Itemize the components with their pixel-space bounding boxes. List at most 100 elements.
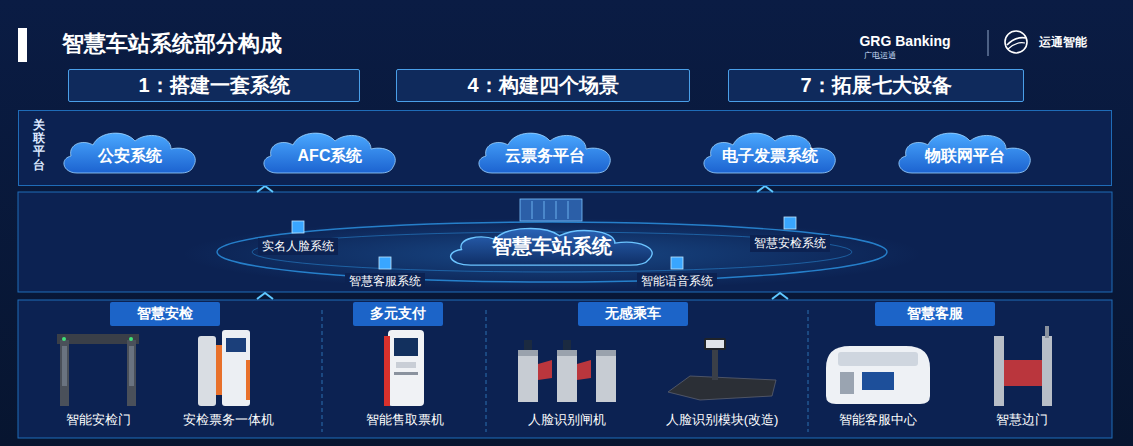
chevron-arrow [772,293,788,299]
banner-box: 4：构建四个场景 [396,69,690,102]
label-holder: 实名人脸系统 [258,238,338,255]
service-center-illustration [862,372,894,390]
device-caption: 智能客服中心 [839,411,917,429]
cloud-shape [479,133,610,173]
brand-logo-subtext: 广电运通 [864,50,896,61]
face-module-illustration [706,340,724,348]
orbit-rings [252,232,852,272]
service-center-illustration [826,346,930,404]
label-holder: 智能安检门 [66,411,131,429]
ticket-machine-illustration [384,330,424,406]
node-label: 公安系统 [98,146,162,167]
module-cube-icon [671,257,683,269]
kiosk-illustration [216,345,222,395]
side-gate-illustration [1042,336,1052,406]
ticket-machine-illustration [394,372,418,375]
node-label: 多元支付 [370,305,426,323]
server-icon [556,201,557,219]
face-gate-illustration [577,360,591,380]
label-holder: GRG Banking [859,33,950,49]
orbit-rings [217,222,887,282]
node-label: AFC系统 [298,146,363,167]
scenario-tab: 无感乘车 [578,302,688,326]
face-gate-illustration [538,360,552,380]
face-module-illustration [668,338,776,400]
face-gate-illustration [557,356,577,402]
device-caption: 智能安检门 [66,411,131,429]
ticket-machine-illustration [388,330,424,406]
group-divider [322,310,808,432]
subsystem-label: 智能语音系统 [637,273,717,290]
kiosk-illustration [246,360,250,400]
node-label: 7：拓展七大设备 [800,72,951,99]
face-gate-illustration [518,340,616,402]
group-divider [808,310,809,432]
logo-mark [988,30,1027,56]
logo-mark [988,30,989,56]
service-center-illustration [826,346,930,404]
ticket-machine-illustration [396,362,416,368]
cloud-shape [899,133,1030,173]
kiosk-illustration [198,336,216,406]
banner-box: 7：拓展七大设备 [728,69,1024,102]
node-label: 智慧客服 [907,305,963,323]
security-gate-illustration [60,340,69,406]
device-panel [18,300,1112,438]
server-icon [568,201,569,219]
server-icon [520,199,582,221]
chevron-arrow [757,186,773,192]
group-divider [486,310,487,432]
label-holder: 智能语音系统 [637,273,717,290]
ticket-machine-illustration [394,338,418,356]
security-gate-illustration [62,337,66,341]
face-module-illustration [712,346,718,380]
platform-cloud: 公安系统 [55,125,205,175]
kiosk-illustration [222,330,250,406]
device-caption: 人脸识别闸机 [528,411,606,429]
label-holder: 人脸识别闸机 [528,411,606,429]
security-gate-illustration [62,346,67,386]
device-caption: 智慧边门 [996,411,1048,429]
label-holder: 智慧客服系统 [345,273,425,290]
orbit-rings [182,218,922,290]
label-holder: 安检票务一体机 [183,411,274,429]
security-gate-illustration [129,346,134,386]
server-icon [544,201,545,219]
face-gate-illustration [524,340,532,350]
side-gate-illustration [994,326,1052,406]
node-label: 1：搭建一套系统 [138,72,289,99]
side-gate-illustration [1004,360,1042,386]
security-gate-illustration [129,337,133,341]
cloud-shape [264,133,395,173]
label-holder: 智能售取票机 [366,411,444,429]
scenario-tab: 智慧安检 [110,302,220,326]
scenario-tab: 多元支付 [353,302,443,326]
side-gate-illustration [1045,326,1049,338]
label-holder: 运通智能 [1039,34,1087,51]
device-caption: 安检票务一体机 [183,411,274,429]
node-label: 4：构建四个场景 [467,72,618,99]
platform-cloud: 云票务平台 [470,125,620,175]
title-holder: 智慧车站系统部分构成 [62,29,282,59]
band-heading: 关联平台 [33,119,45,172]
cloud-shape [451,228,653,265]
core-system-cloud: 智慧车站系统 [437,221,667,267]
label-holder: 智慧安检系统 [750,235,830,252]
node-label: 电子发票系统 [722,146,818,167]
module-cube-icon [292,217,796,269]
platform-cloud: 物联网平台 [890,125,1040,175]
label-holder: 广电运通 [864,50,896,61]
subsystem-label: 实名人脸系统 [258,238,338,255]
title-bar [18,28,27,62]
face-gate-illustration [596,356,616,402]
node-label: 无感乘车 [605,305,661,323]
module-cube-icon [784,217,796,229]
logo-mark [1008,43,1025,49]
label-holder: 智能客服中心 [839,411,917,429]
service-center-illustration [840,372,854,394]
security-gate-illustration [57,334,139,344]
subsystem-label: 智慧安检系统 [750,235,830,252]
